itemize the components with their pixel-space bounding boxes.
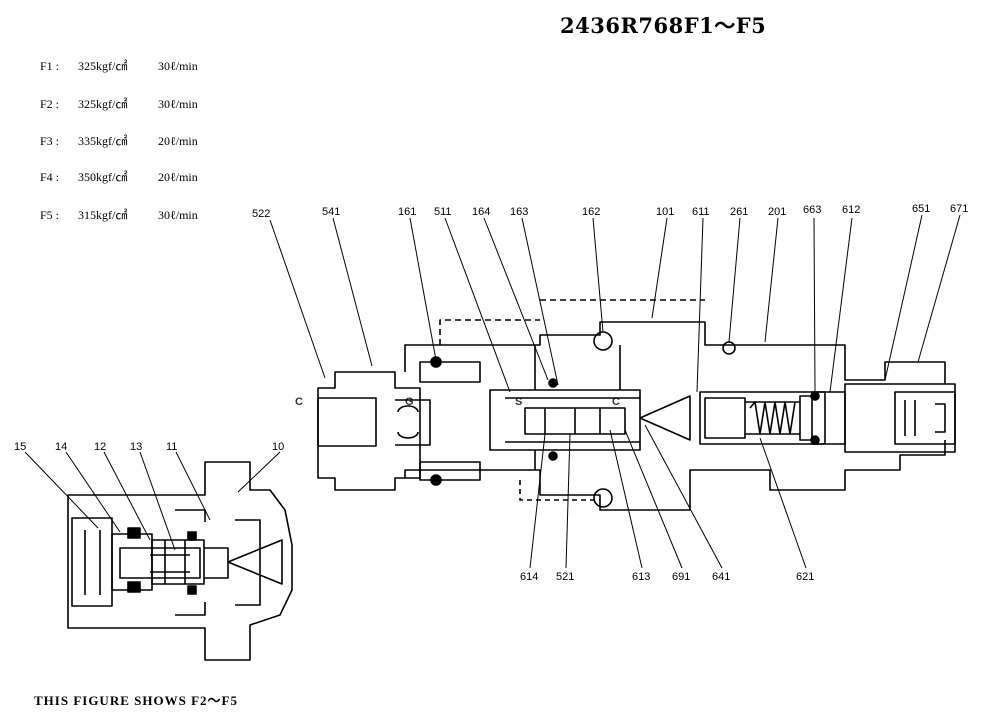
part-label: 621 (796, 571, 814, 583)
spec-id: F3 : (40, 134, 60, 148)
watermark: C G S C (295, 396, 620, 408)
part-label: 511 (434, 206, 452, 218)
part-label: 162 (582, 206, 600, 218)
spec-pressure: 335kgf/㎠ (78, 134, 128, 148)
watermark-letter: C (612, 396, 620, 408)
spec-flow: 20ℓ/min (158, 170, 198, 184)
part-label: 201 (768, 206, 786, 218)
spec-id: F5 : (40, 208, 60, 222)
main-labels-top: 522 541 161 511 164 163 162 101 611 261 … (252, 203, 968, 220)
spec-row: F2 : 325kgf/㎠ 30ℓ/min (34, 80, 198, 112)
part-label: 15 (14, 441, 26, 453)
watermark-letter: C (295, 396, 303, 408)
part-label: 161 (398, 206, 416, 218)
part-label: 651 (912, 203, 930, 215)
spec-flow: 20ℓ/min (158, 134, 198, 148)
spec-id: F2 : (40, 97, 60, 111)
part-label: 663 (803, 204, 821, 216)
part-label: 613 (632, 571, 650, 583)
spec-pressure: 325kgf/㎠ (78, 59, 128, 73)
watermark-letter: S (515, 396, 522, 408)
spec-flow: 30ℓ/min (158, 97, 198, 111)
spec-id: F4 : (40, 170, 60, 184)
part-label: 612 (842, 204, 860, 216)
spec-pressure: 325kgf/㎠ (78, 97, 128, 111)
spec-pressure: 350kgf/㎠ (78, 170, 128, 184)
part-label: 164 (472, 206, 490, 218)
part-label: 614 (520, 571, 538, 583)
part-label: 611 (692, 206, 710, 218)
watermark-letter: G (405, 396, 414, 408)
part-label: 12 (94, 441, 106, 453)
figure-caption: THIS FIGURE SHOWS F2～F5 (34, 693, 238, 708)
part-label: 691 (672, 571, 690, 583)
spec-row: F1 : 325kgf/㎠ 30ℓ/min (34, 42, 198, 74)
part-label: 14 (55, 441, 67, 453)
leader-lines-main (269, 214, 961, 569)
part-label: 13 (130, 441, 142, 453)
main-valve-section (317, 299, 956, 511)
part-label: 641 (712, 571, 730, 583)
drawing-title: 2436R768F1～F5 (560, 13, 767, 38)
part-label: 541 (322, 206, 340, 218)
part-label: 10 (272, 441, 284, 453)
part-label: 671 (950, 203, 968, 215)
spec-row: F3 : 335kgf/㎠ 20ℓ/min (34, 117, 198, 149)
part-label: 522 (252, 208, 270, 220)
small-labels: 15 14 12 13 11 10 (14, 441, 284, 453)
part-label: 11 (166, 441, 177, 453)
spec-id: F1 : (40, 59, 60, 73)
part-label: 163 (510, 206, 528, 218)
leader-lines-small (24, 451, 281, 551)
part-label: 261 (730, 206, 748, 218)
part-label: 521 (556, 571, 574, 583)
small-valve-section (67, 461, 293, 661)
spec-flow: 30ℓ/min (158, 208, 198, 222)
part-label: 101 (656, 206, 674, 218)
main-labels-bottom: 614 521 613 691 641 621 (520, 571, 814, 583)
spec-pressure: 315kgf/㎠ (78, 208, 128, 222)
spec-row: F5 : 315kgf/㎠ 30ℓ/min (34, 191, 198, 223)
spec-flow: 30ℓ/min (158, 59, 198, 73)
spec-row: F4 : 350kgf/㎠ 20ℓ/min (34, 153, 198, 185)
